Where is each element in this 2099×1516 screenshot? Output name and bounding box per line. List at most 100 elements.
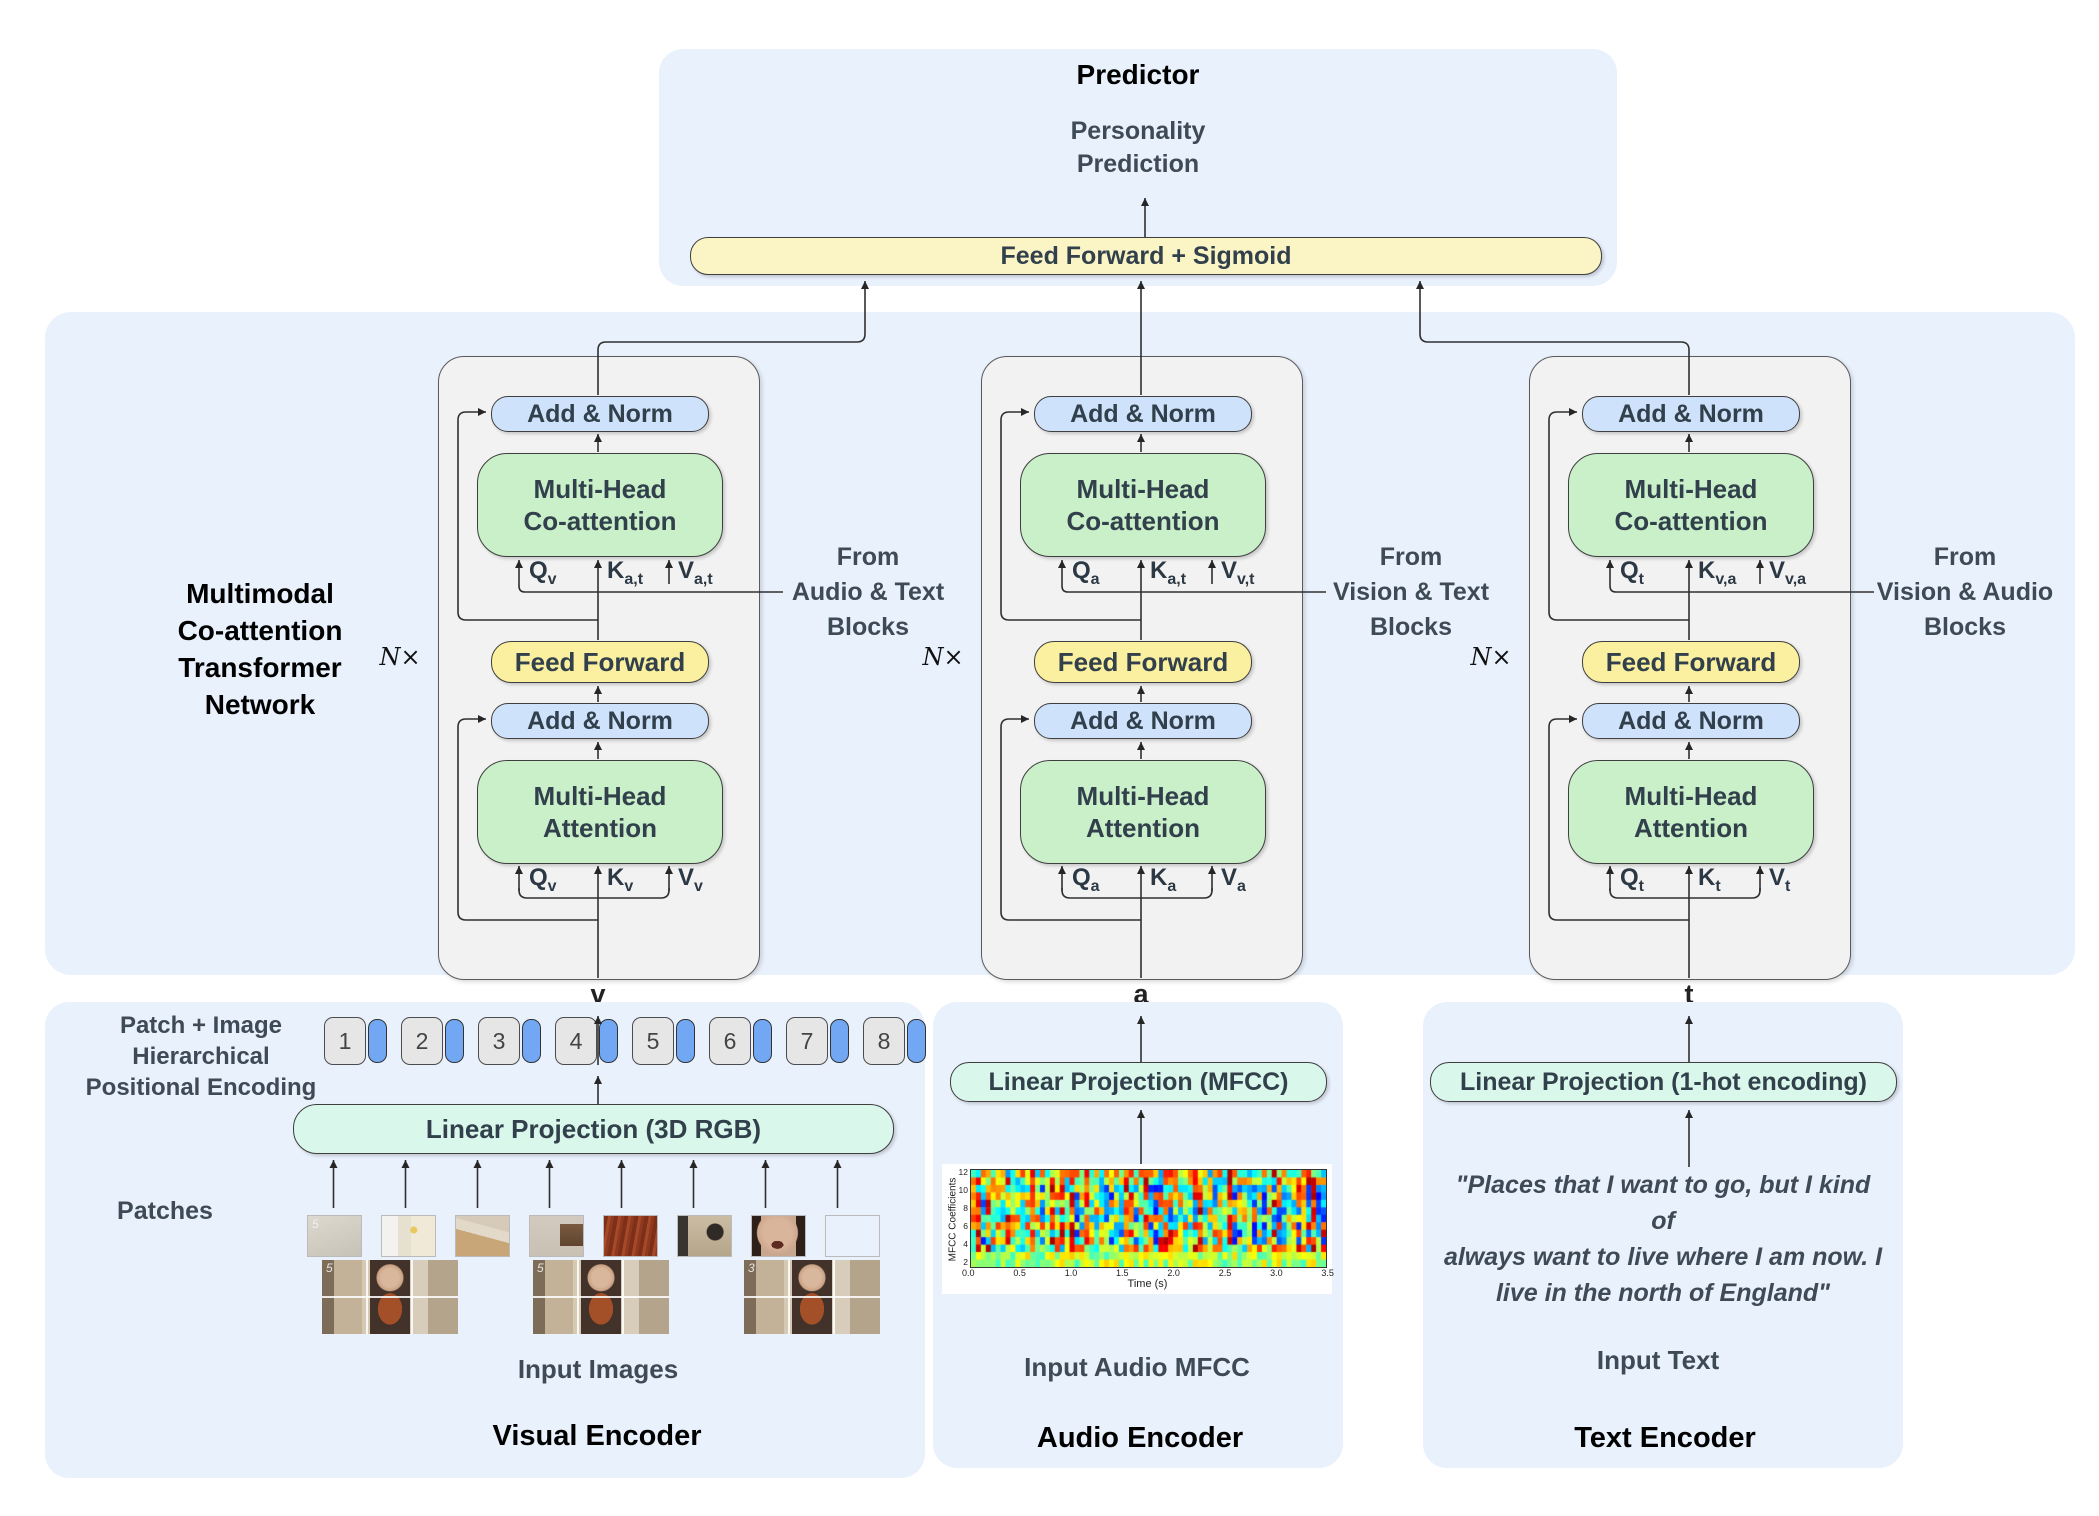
feed-forward-pill: Feed Forward	[491, 641, 709, 683]
repeat-count-label: N×	[922, 643, 964, 671]
linear-projection-rgb-pill: Linear Projection (3D RGB)	[293, 1104, 894, 1154]
value-label: Vv,t	[1221, 557, 1255, 588]
from-blocks-label-audio: From Vision & Text Blocks	[1332, 543, 1490, 641]
transformer-block-vision: Add & Norm Multi-Head Co-attention Qv Ka…	[438, 356, 760, 980]
token-index-box: 8	[863, 1017, 905, 1065]
qkv-self-attention-labels: Qv Kv Vv	[439, 864, 759, 898]
token-pair: 8	[863, 1017, 926, 1065]
token-position-pill	[445, 1019, 464, 1063]
audio-encoder-title: Audio Encoder	[1036, 1422, 1244, 1454]
co-attention-pill: Multi-Head Co-attention	[1568, 453, 1814, 557]
patch-thumbnail	[677, 1215, 732, 1257]
add-norm-pill: Add & Norm	[1034, 703, 1252, 739]
token-position-pill	[368, 1019, 387, 1063]
token-position-pill	[907, 1019, 926, 1063]
token-index-box: 1	[324, 1017, 366, 1065]
transformer-block-text: Add & Norm Multi-Head Co-attention Qt Kv…	[1529, 356, 1851, 980]
token-index-box: 6	[709, 1017, 751, 1065]
from-blocks-label-text: From Vision & Audio Blocks	[1876, 543, 2054, 641]
network-title: Multimodal Co-attention Transformer Netw…	[177, 578, 343, 720]
key-label: Kv,a	[1698, 557, 1737, 588]
linear-projection-mfcc-pill: Linear Projection (MFCC)	[950, 1062, 1327, 1102]
add-norm-pill: Add & Norm	[491, 703, 709, 739]
token-pair: 3	[478, 1017, 541, 1065]
qkv-self-attention-labels: Qt Kt Vt	[1530, 864, 1850, 898]
spectrogram-heatmap-canvas	[970, 1169, 1327, 1268]
value-label: Va,t	[678, 557, 713, 588]
add-norm-pill: Add & Norm	[491, 396, 709, 432]
stream-label-t: t	[1684, 979, 1694, 1009]
input-image: 3	[744, 1260, 880, 1334]
query-label: Qa	[1072, 557, 1100, 588]
token-index-box: 5	[632, 1017, 674, 1065]
audio-encoder-panel: Linear Projection (MFCC) MFCC Coefficien…	[933, 1002, 1343, 1468]
key-label: Ka,t	[607, 557, 644, 588]
linear-projection-onehot-pill: Linear Projection (1-hot encoding)	[1430, 1062, 1897, 1102]
quote-text: "Places that I want to go, but I kind of…	[1443, 1171, 1883, 1307]
co-attention-pill: Multi-Head Co-attention	[477, 453, 723, 557]
token-position-pill	[522, 1019, 541, 1063]
input-images-row: 5 5 3	[322, 1260, 880, 1334]
patch-thumbnail	[381, 1215, 436, 1257]
key-label: Kv	[607, 864, 634, 895]
patch-thumbnail	[603, 1215, 658, 1257]
spectrogram-xlabel: Time (s)	[1127, 1278, 1168, 1290]
token-position-pill	[599, 1019, 618, 1063]
key-label: Ka	[1150, 864, 1177, 895]
token-pair: 2	[401, 1017, 464, 1065]
query-label: Qt	[1620, 864, 1644, 895]
patch-thumbnail: 5	[307, 1215, 362, 1257]
visual-encoder-title: Visual Encoder	[492, 1420, 702, 1452]
patches-row: 5	[307, 1215, 880, 1257]
visual-encoder-panel: Patch + Image Hierarchical Positional En…	[45, 1002, 926, 1478]
query-label: Qa	[1072, 864, 1100, 895]
repeat-count-label: N×	[1470, 643, 1512, 671]
token-pair: 6	[709, 1017, 772, 1065]
token-pair: 7	[786, 1017, 849, 1065]
qkv-self-attention-labels: Qa Ka Va	[982, 864, 1302, 898]
stream-label-a: a	[1133, 979, 1149, 1009]
query-label: Qt	[1620, 557, 1644, 588]
add-norm-pill: Add & Norm	[1034, 396, 1252, 432]
add-norm-pill: Add & Norm	[1582, 703, 1800, 739]
from-blocks-label-vision: From Audio & Text Blocks	[791, 543, 945, 641]
predictor-title: Predictor	[1076, 59, 1200, 90]
token-index-box: 7	[786, 1017, 828, 1065]
co-attention-pill: Multi-Head Co-attention	[1020, 453, 1266, 557]
add-norm-pill: Add & Norm	[1582, 396, 1800, 432]
patch-thumbnail	[825, 1215, 880, 1257]
text-encoder-title: Text Encoder	[1574, 1422, 1756, 1454]
input-audio-label: Input Audio MFCC	[1024, 1352, 1250, 1382]
token-position-pill	[676, 1019, 695, 1063]
qkv-co-attention-labels: Qv Ka,t Va,t	[439, 557, 759, 591]
query-label: Qv	[529, 557, 557, 588]
personality-prediction-label: Personality Prediction	[1070, 117, 1206, 178]
input-image: 5	[322, 1260, 458, 1334]
feed-forward-sigmoid-pill: Feed Forward + Sigmoid	[690, 237, 1602, 275]
input-images-label: Input Images	[517, 1354, 679, 1384]
patch-thumbnail	[751, 1215, 806, 1257]
multi-head-attention-pill: Multi-Head Attention	[477, 760, 723, 864]
patches-label: Patches	[117, 1197, 213, 1225]
qkv-co-attention-labels: Qt Kv,a Vv,a	[1530, 557, 1850, 591]
positional-encoding-label: Patch + Image Hierarchical Positional En…	[85, 1012, 317, 1101]
key-label: Ka,t	[1150, 557, 1187, 588]
feed-forward-pill: Feed Forward	[1582, 641, 1800, 683]
transformer-block-audio: Add & Norm Multi-Head Co-attention Qa Ka…	[981, 356, 1303, 980]
text-encoder-panel: Linear Projection (1-hot encoding) "Plac…	[1423, 1002, 1903, 1468]
multi-head-attention-pill: Multi-Head Attention	[1568, 760, 1814, 864]
token-index-box: 4	[555, 1017, 597, 1065]
predictor-panel: Predictor Personality Prediction Feed Fo…	[659, 49, 1617, 286]
patch-thumbnail	[455, 1215, 510, 1257]
key-label: Kt	[1698, 864, 1721, 895]
query-label: Qv	[529, 864, 557, 895]
token-pair: 4	[555, 1017, 618, 1065]
token-index-box: 2	[401, 1017, 443, 1065]
feed-forward-pill: Feed Forward	[1034, 641, 1252, 683]
value-label: Vv	[678, 864, 703, 895]
token-pair: 5	[632, 1017, 695, 1065]
